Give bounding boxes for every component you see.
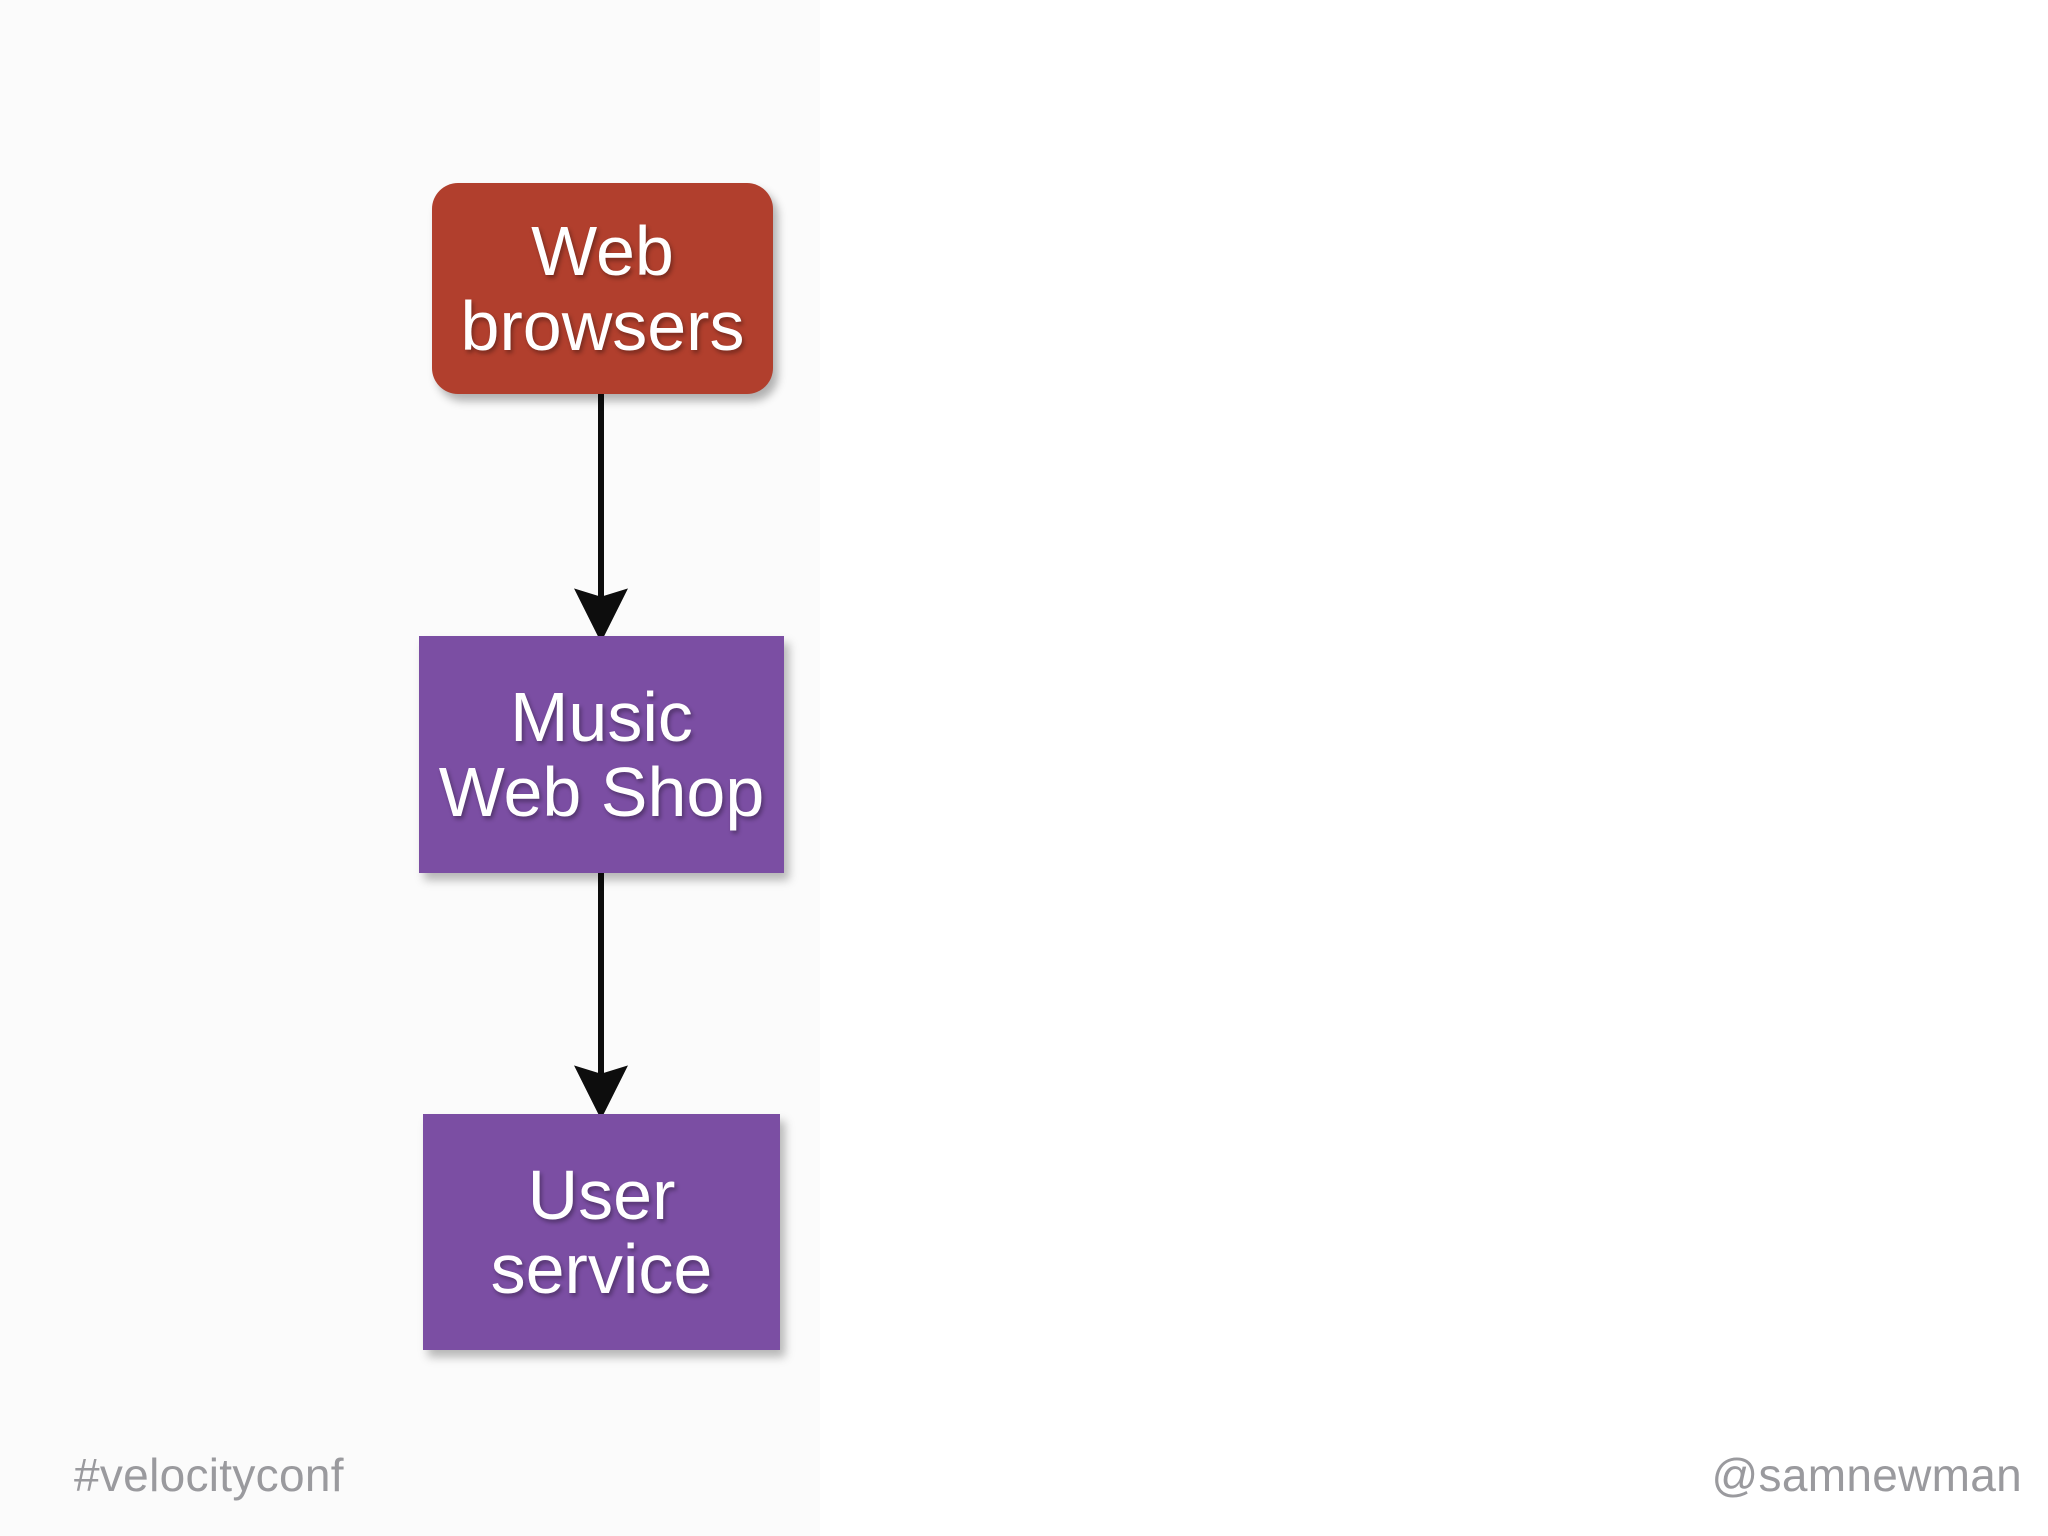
footer-handle: @samnewman [1711, 1449, 2022, 1501]
diagram-node-label: Web browsers [460, 212, 745, 365]
diagram-node-user-service[interactable]: User service [423, 1114, 780, 1350]
diagram-node-label: User service [490, 1155, 713, 1308]
footer-hashtag: #velocityconf [74, 1449, 344, 1501]
diagram-node-music-web-shop[interactable]: Music Web Shop [419, 636, 784, 873]
diagram-node-label: Music Web Shop [438, 678, 765, 831]
background-panel-right [820, 0, 2048, 1536]
diagram-node-web-browsers[interactable]: Web browsers [432, 183, 773, 394]
